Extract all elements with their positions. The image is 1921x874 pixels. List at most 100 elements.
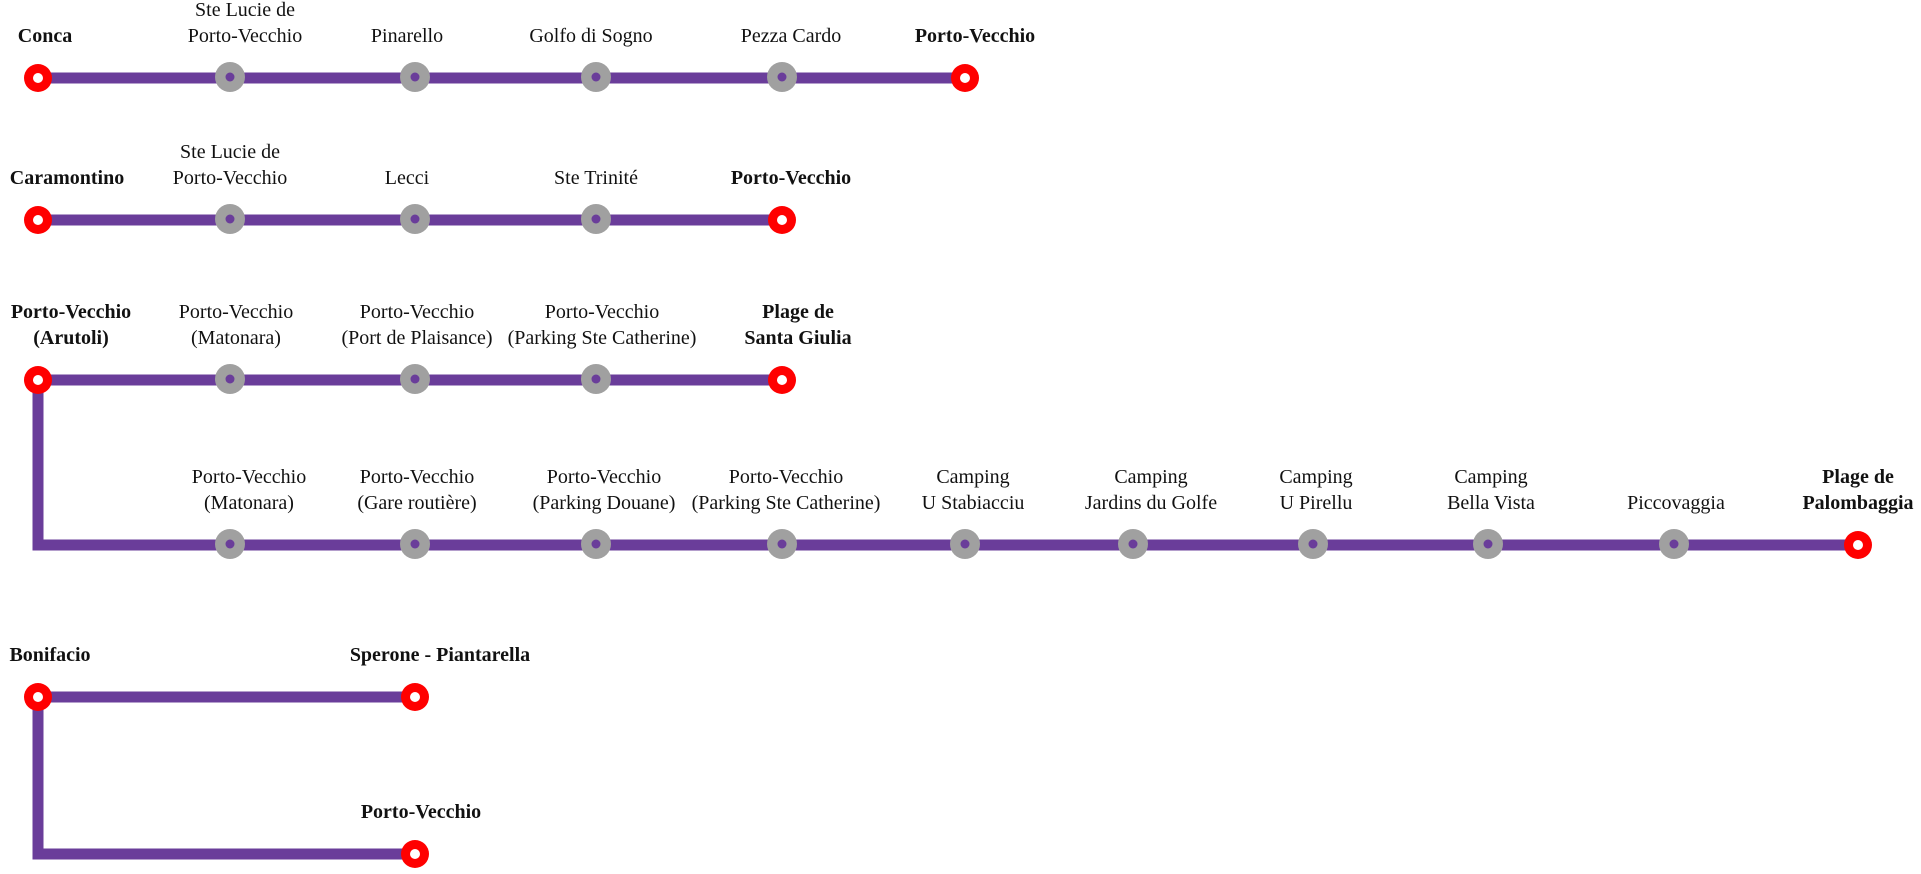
stop-label-line: Bella Vista: [1447, 492, 1535, 514]
stop-label: Pinarello: [371, 25, 443, 47]
stop-label-line: Porto-Vecchio: [729, 466, 843, 488]
stop-label: Porto-Vecchio (Gare routière): [357, 466, 476, 514]
stop-label-line: Pinarello: [371, 25, 443, 47]
stop-label-line: Pezza Cardo: [741, 25, 842, 47]
terminus-label: Caramontino: [10, 167, 124, 189]
route-lines: [32, 72, 1858, 860]
stop-marker-center: [225, 72, 235, 82]
stop-label-line: Porto-Vecchio: [360, 466, 474, 488]
stop-marker-center: [1669, 539, 1679, 549]
terminus-label: Porto-Vecchio: [731, 167, 851, 189]
stop-label-line: Bonifacio: [9, 644, 90, 666]
stop-label-line: Camping: [1114, 466, 1187, 488]
stop-marker-center: [777, 72, 787, 82]
stop-label-line: Porto-Vecchio: [173, 167, 287, 189]
stop-label-line: Porto-Vecchio: [545, 301, 659, 323]
stop-marker-center: [960, 539, 970, 549]
stop-label-line: (Parking Ste Catherine): [508, 327, 697, 349]
stop-label-line: Caramontino: [10, 167, 124, 189]
stop-marker-center: [591, 214, 601, 224]
stop-label: Golfo di Sogno: [529, 25, 652, 47]
stop-label-line: Ste Lucie de: [180, 141, 280, 163]
stop-label-line: Camping: [1279, 466, 1352, 488]
stop-label: Porto-Vecchio(Matonara): [179, 301, 293, 349]
stop-label-line: (Matonara): [191, 327, 281, 349]
stop-label-line: U Pirellu: [1280, 492, 1353, 514]
terminus-marker-center: [33, 215, 43, 225]
stop-marker-center: [410, 539, 420, 549]
stop-marker-center: [1483, 539, 1493, 549]
stop-label-line: Camping: [936, 466, 1009, 488]
terminus-marker-center: [33, 375, 43, 385]
stop-marker-center: [410, 72, 420, 82]
stop-label-line: Conca: [18, 25, 72, 47]
stop-label-line: Sperone - Piantarella: [350, 644, 530, 666]
terminus-label: Bonifacio: [9, 644, 90, 666]
stop-label-line: Ste Lucie de: [195, 0, 295, 21]
stop-label-line: U Stabiacciu: [922, 492, 1025, 514]
terminus-marker-center: [1853, 540, 1863, 550]
stop-label: Ste Lucie de Porto-Vecchio: [188, 0, 302, 47]
route-connector: [32, 380, 230, 551]
terminus-label: Porto-Vecchio (Arutoli): [11, 301, 131, 349]
stop-marker-center: [225, 374, 235, 384]
stop-label: Camping U Pirellu: [1279, 466, 1352, 514]
stop-marker-center: [410, 214, 420, 224]
stop-marker-center: [591, 72, 601, 82]
stop-label-line: Porto-Vecchio: [361, 801, 481, 823]
terminus-marker-center: [777, 215, 787, 225]
stop-label: Lecci: [385, 167, 430, 189]
route-stops: [24, 62, 1872, 868]
stop-label-line: Porto-Vecchio: [11, 301, 131, 323]
stop-label-line: Lecci: [385, 167, 430, 189]
terminus-marker-center: [33, 692, 43, 702]
stop-label-line: Porto-Vecchio: [360, 301, 474, 323]
stop-marker-center: [225, 539, 235, 549]
stop-label-line: (Arutoli): [33, 327, 109, 349]
stop-label: Porto-Vecchio(Port de Plaisance): [341, 301, 492, 349]
route-connector: [32, 697, 415, 860]
stop-label-line: (Parking Douane): [533, 492, 676, 514]
terminus-label: Porto-Vecchio: [915, 25, 1035, 47]
stop-label: Porto-Vecchio (Parking Ste Catherine): [508, 301, 697, 349]
stop-label-line: Plage de: [1822, 466, 1894, 488]
stop-label: Porto-Vecchio(Parking Douane): [533, 466, 676, 514]
stop-label-line: Porto-Vecchio: [192, 466, 306, 488]
terminus-marker-center: [410, 692, 420, 702]
stop-label-line: (Gare routière): [357, 492, 476, 514]
stop-label-line: Porto-Vecchio: [915, 25, 1035, 47]
stop-label: Piccovaggia: [1627, 492, 1725, 514]
stop-label-line: (Matonara): [204, 492, 294, 514]
stop-label-line: Jardins du Golfe: [1085, 492, 1217, 514]
stop-label-line: Palombaggia: [1802, 492, 1913, 514]
stop-marker-center: [591, 374, 601, 384]
stop-label-line: Golfo di Sogno: [529, 25, 652, 47]
stop-marker-center: [410, 374, 420, 384]
stop-label-line: Camping: [1454, 466, 1527, 488]
terminus-marker-center: [410, 849, 420, 859]
stop-label-line: Piccovaggia: [1627, 492, 1725, 514]
terminus-marker-center: [33, 73, 43, 83]
terminus-marker-center: [960, 73, 970, 83]
terminus-label: Plage de Santa Giulia: [744, 301, 851, 349]
stop-marker-center: [777, 539, 787, 549]
stop-label-line: Porto-Vecchio: [731, 167, 851, 189]
stop-label: Ste Trinité: [554, 167, 638, 189]
stop-marker-center: [1128, 539, 1138, 549]
terminus-label: Plage de Palombaggia: [1802, 466, 1913, 514]
stop-label: Ste Lucie de Porto-Vecchio: [173, 141, 287, 189]
stop-label-line: (Parking Ste Catherine): [692, 492, 881, 514]
terminus-marker-center: [777, 375, 787, 385]
stop-label: Porto-Vecchio (Parking Ste Catherine): [692, 466, 881, 514]
stop-label-line: Santa Giulia: [744, 327, 851, 349]
terminus-label: Sperone - Piantarella: [350, 644, 530, 666]
terminus-label: Conca: [18, 25, 72, 47]
stop-marker-center: [225, 214, 235, 224]
stop-label-line: Plage de: [762, 301, 834, 323]
stop-label: Porto-Vecchio (Matonara): [192, 466, 306, 514]
stop-label-line: Porto-Vecchio: [188, 25, 302, 47]
